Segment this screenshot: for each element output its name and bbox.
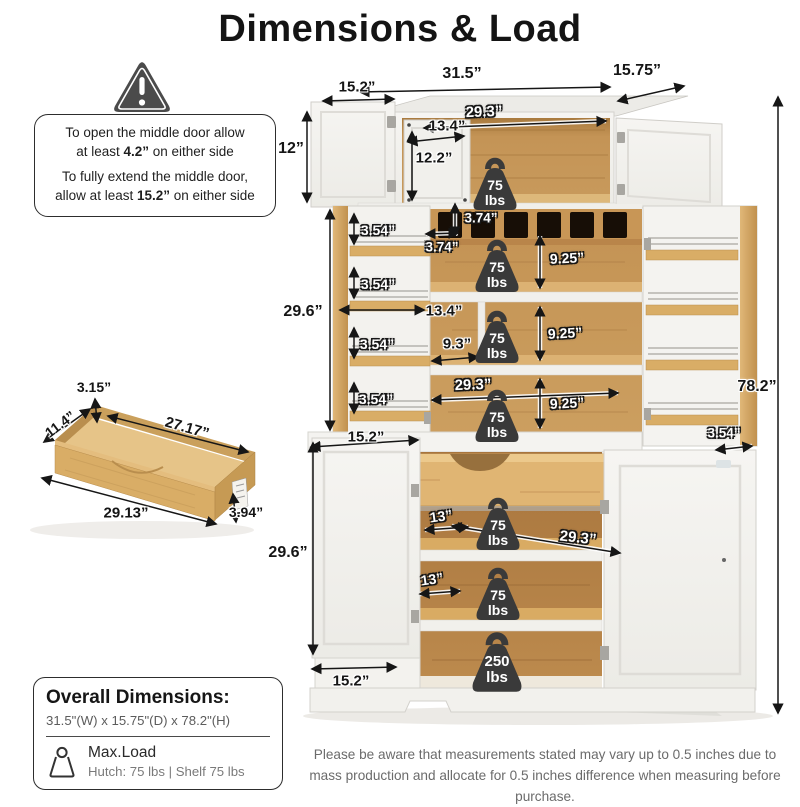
dim-lower-gap-1: 13”	[428, 506, 454, 526]
max-load-icon	[49, 746, 75, 777]
dim-rack-gap-2: 3.54”	[360, 276, 396, 292]
divider	[46, 736, 270, 737]
dim-total-height: 78.2”	[737, 378, 777, 395]
dim-drawer-height: 3.94”	[228, 504, 264, 520]
dim-mid-section-height: 29.6”	[283, 303, 323, 320]
dim-rack-gap-3: 3.54”	[359, 336, 395, 352]
clearance-line-1: To open the middle door allow	[65, 125, 245, 140]
max-load-value: Hutch: 75 lbs | Shelf 75 lbs	[88, 764, 245, 779]
dim-hutch-mid-door-height: 12.2”	[415, 149, 453, 167]
pullout-drawer	[54, 405, 256, 522]
overall-heading: Overall Dimensions:	[46, 687, 230, 708]
dim-lower-gap-2: 13”	[419, 569, 445, 589]
dim-mid-door-width: 13.4”	[425, 302, 463, 320]
overall-dimensions-box: Overall Dimensions: 31.5"(W) x 15.75"(D)…	[33, 677, 283, 790]
dim-hutch-door-width: 15.2”	[338, 78, 376, 96]
lower-section	[307, 431, 757, 716]
dim-hutch-door-height: 12”	[278, 140, 304, 157]
dim-rack-gap-4: 3.54”	[358, 391, 394, 407]
dim-cubby-width: 9.3”	[442, 335, 472, 353]
dim-hutch-inner-width: 29.3”	[465, 102, 503, 122]
dim-lower-section-height: 29.6”	[268, 544, 308, 561]
overall-size: 31.5"(W) x 15.75"(D) x 78.2"(H)	[46, 713, 231, 728]
dim-slot-height: 3.74”	[464, 210, 498, 226]
disclaimer-text: Please be aware that measurements stated…	[309, 747, 781, 805]
dim-drawer-lip: 3.15”	[76, 379, 112, 395]
dim-drawer-outer-length: 29.13”	[103, 504, 149, 522]
dim-mid-inner-width: 29.3”	[454, 375, 492, 395]
max-load-label: Max.Load	[88, 744, 157, 761]
dim-shelf-gap-2: 9.25”	[547, 324, 583, 342]
dim-rack-gap-1: 3.54”	[360, 222, 396, 238]
clearance-note: To open the middle door allow at least 4…	[34, 114, 276, 217]
dimension-arrows	[40, 81, 784, 715]
warning-icon	[114, 62, 170, 112]
dim-lower-door-width-b: 15.2”	[332, 672, 370, 690]
middle-section	[332, 204, 758, 447]
page-title: Dimensions & Load	[218, 8, 582, 50]
dim-overall-depth: 15.75”	[612, 62, 662, 79]
dim-lower-door-width: 15.2”	[347, 428, 385, 446]
dim-slot-width: 3.74”	[425, 239, 459, 255]
dim-hutch-mid-door-width: 13.4”	[428, 117, 466, 135]
dim-overall-width: 31.5”	[442, 65, 482, 82]
dim-rack-gap-right: 3.54”	[707, 425, 741, 441]
dim-shelf-gap-3: 9.25”	[549, 394, 585, 412]
clearance-line-2: To fully extend the middle door,	[61, 169, 249, 185]
dim-shelf-gap-1: 9.25”	[549, 249, 585, 267]
